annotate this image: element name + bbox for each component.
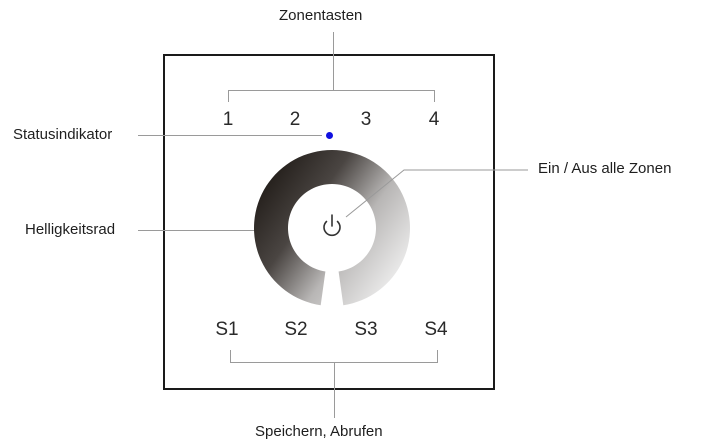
save-recall-bracket-left — [230, 350, 231, 362]
brightness-wheel-leader — [138, 230, 266, 231]
zone-keys-bracket-right — [434, 90, 435, 102]
zone-keys-label: Zonentasten — [279, 7, 363, 24]
zone-button-1[interactable]: 1 — [222, 109, 234, 130]
scene-button-s1[interactable]: S1 — [215, 319, 239, 340]
save-recall-leader — [334, 362, 335, 418]
save-recall-bracket-right — [437, 350, 438, 362]
zone-button-2[interactable]: 2 — [289, 109, 301, 130]
zone-button-4[interactable]: 4 — [428, 109, 440, 130]
scene-button-s4[interactable]: S4 — [424, 319, 448, 340]
scene-button-s2[interactable]: S2 — [284, 319, 308, 340]
zone-keys-leader — [333, 32, 334, 90]
save-recall-label: Speichern, Abrufen — [255, 423, 383, 440]
power-icon[interactable] — [323, 214, 341, 237]
status-indicator-led — [326, 132, 333, 139]
status-indicator-leader — [138, 135, 322, 136]
control-panel — [163, 54, 495, 390]
power-all-zones-label: Ein / Aus alle Zonen — [538, 160, 672, 177]
scene-button-s3[interactable]: S3 — [354, 319, 378, 340]
status-indicator-label: Statusindikator — [13, 126, 113, 143]
brightness-wheel[interactable] — [253, 150, 410, 306]
zone-keys-bracket-left — [228, 90, 229, 102]
brightness-wheel-label: Helligkeitsrad — [25, 221, 116, 238]
power-leader — [345, 169, 528, 218]
zone-button-3[interactable]: 3 — [360, 109, 372, 130]
zone-keys-bracket — [228, 90, 435, 91]
